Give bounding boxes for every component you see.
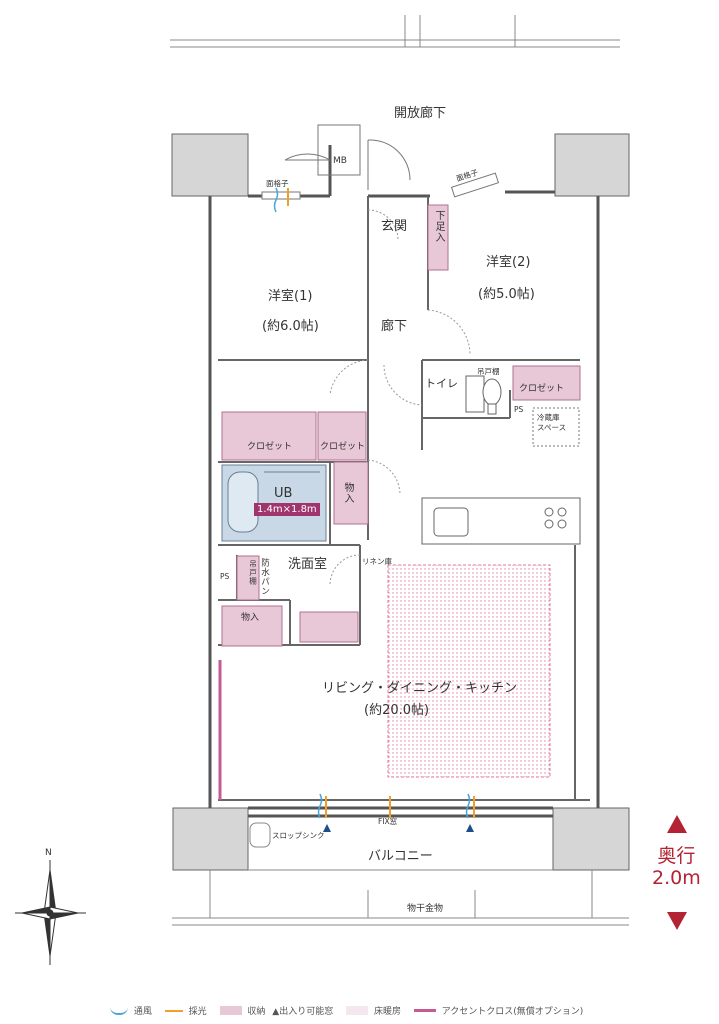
depth-label: 奥行 [657, 845, 696, 867]
daylight-swatch [164, 1009, 183, 1012]
storage-swatch [219, 1006, 242, 1015]
fridge-space-label: 冷蔵庫 スペース [537, 413, 567, 433]
compass-icon [15, 860, 86, 965]
ldk-name: リビング・ダイニング・キッチン [322, 681, 518, 696]
storage-1-label: 物入 [342, 482, 353, 504]
compass-north-label: N [45, 848, 52, 858]
bedroom1-size: (約6.0帖) [262, 319, 319, 334]
open-corridor-label: 開放廊下 [394, 106, 447, 121]
storage-areas [221, 204, 581, 647]
waterproof-pan-label: 防水パン [259, 558, 270, 596]
ub-label: UB [274, 486, 293, 501]
kitchen-counter [421, 497, 581, 545]
ventilation-markers [273, 187, 471, 819]
legend-daylight: 採光 [188, 1007, 207, 1017]
outer-walls [208, 145, 600, 818]
hanging-shelf-2-label: 吊戸棚 [248, 560, 258, 586]
hanging-shelf-1-label: 吊戸棚 [477, 367, 500, 376]
fridge-space [532, 407, 580, 447]
entrance-label: 玄関 [381, 219, 408, 234]
balcony-label: バルコニー [368, 849, 433, 864]
mb-label: MB [333, 156, 347, 166]
washroom-label: 洗面室 [288, 557, 328, 572]
legend-storage: 収納 [247, 1007, 266, 1017]
storage-2-label: 物入 [241, 613, 260, 623]
floor-heating-area [387, 564, 551, 778]
access-window-markers [323, 824, 474, 832]
shoe-storage-label: 下足入 [433, 210, 444, 243]
hallway-label: 廊下 [381, 319, 408, 334]
interior-door-swings [329, 209, 471, 586]
bedroom1-name: 洋室(1) [268, 289, 313, 304]
top-windows [261, 172, 500, 200]
bedroom2-name: 洋室(2) [486, 255, 531, 270]
toilet-fixture [465, 375, 502, 415]
legend-ventilation: 通風 [133, 1007, 152, 1017]
drying-rack-label: 物干金物 [407, 904, 444, 914]
balcony-outline [172, 822, 629, 926]
daylight-markers [287, 188, 475, 818]
ps-1-label: PS [514, 405, 524, 414]
corridor-railing [170, 15, 620, 48]
floor-heating-swatch [346, 1006, 369, 1015]
linen-storage-label: リネン庫 [362, 557, 392, 566]
depth-value: 2.0m [652, 866, 701, 889]
balcony-depth: 奥行 2.0m [652, 845, 701, 890]
legend-accent-cloth: アクセントクロス(無償オプション) [441, 1007, 584, 1017]
mb-door-swings [284, 124, 411, 190]
accent-cloth-swatch [413, 1009, 436, 1012]
depth-arrow [667, 815, 687, 930]
toilet-label: トイレ [425, 377, 458, 390]
structural-columns [171, 133, 630, 871]
fix-window-label: FIX窓 [378, 817, 398, 826]
ventilation-swatch [110, 1007, 128, 1015]
lattice-left-label: 面格子 [266, 179, 289, 188]
ub-size-badge: 1.4m×1.8m [254, 503, 320, 516]
legend-floor-heating: 床暖房 [373, 1007, 401, 1017]
bedroom2-size: (約5.0帖) [478, 287, 535, 302]
closet-bedroom1-b-label: クロゼット [320, 442, 366, 452]
slop-sink-label: スロップシンク [272, 831, 325, 840]
ps-2-label: PS [220, 572, 230, 581]
ldk-size: (約20.0帖) [364, 703, 430, 718]
legend-access-window: ▲出入り可能窓 [272, 1007, 334, 1017]
closet-bedroom1-a-label: クロゼット [247, 442, 293, 452]
legend: 通風 採光 収納 ▲出入り可能窓 床暖房 アクセントクロス(無償オプション) [110, 1004, 583, 1017]
closet-bedroom2-label: クロゼット [519, 384, 565, 394]
